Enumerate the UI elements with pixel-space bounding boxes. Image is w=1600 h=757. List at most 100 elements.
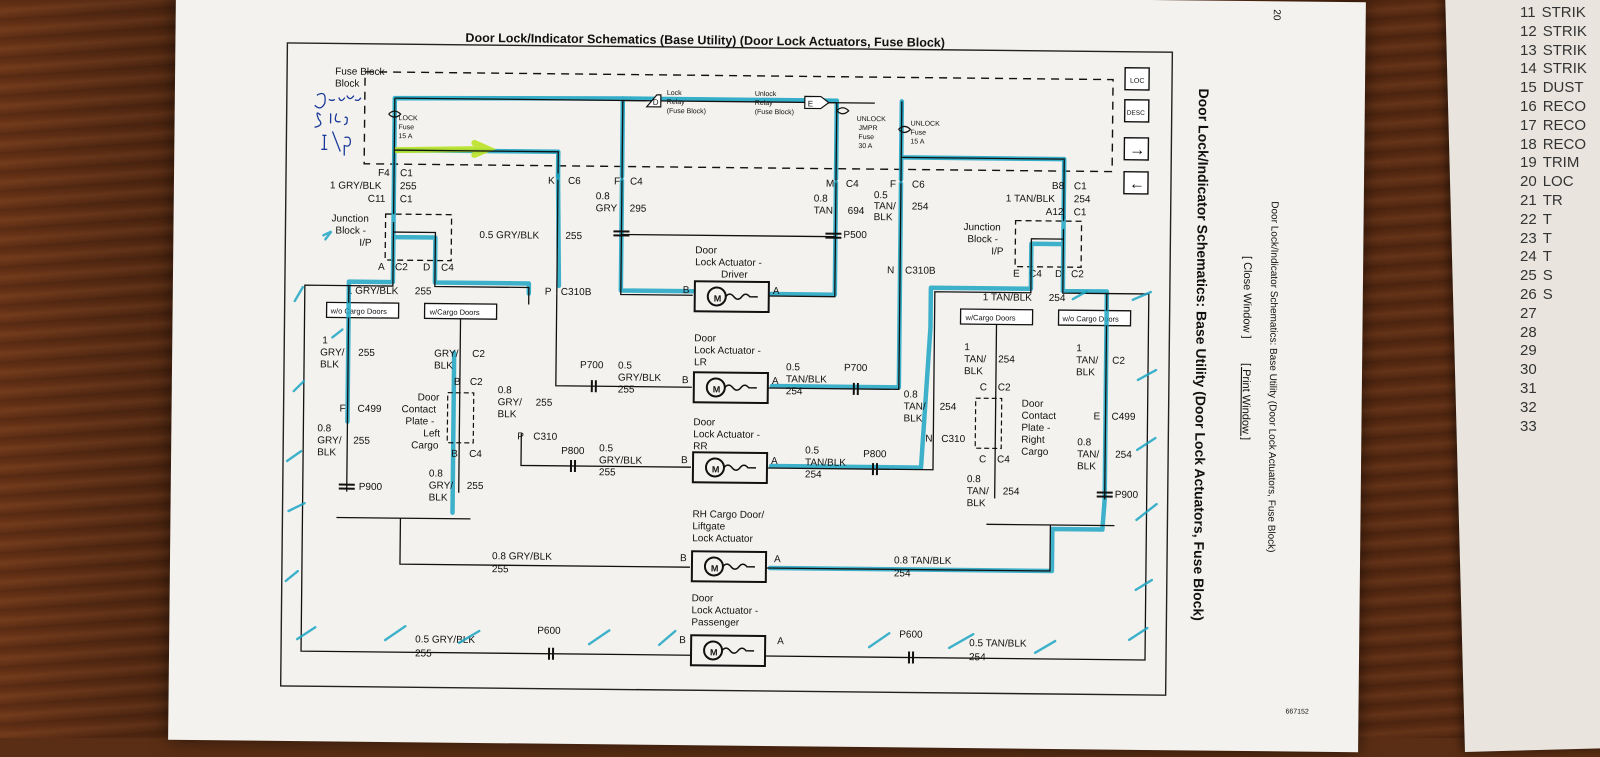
svg-text:B: B	[679, 635, 686, 646]
actuator-driver: Door Lock Actuator - Driver B A M	[683, 245, 780, 314]
svg-text:N: N	[887, 265, 894, 276]
svg-text:D: D	[423, 262, 430, 273]
unlock-fuse-rating: 15 A	[910, 138, 924, 145]
close-window-link[interactable]: [ Close Window ]	[1240, 256, 1253, 339]
unlock-relay-connector: E	[804, 95, 837, 110]
svg-text:Cargo: Cargo	[411, 440, 439, 451]
svg-text:←: ←	[1129, 176, 1145, 193]
svg-text:TAN/: TAN/	[967, 486, 989, 497]
right-branch-labels: 1 TAN/ BLK 254 1 TAN/ BLK C2 E C499 0.8 …	[903, 342, 1138, 509]
printed-schematic-page: Door Lock/Indicator Schematics (Base Uti…	[168, 0, 1366, 753]
svg-text:255: 255	[415, 286, 432, 297]
svg-text:LR: LR	[694, 357, 707, 368]
side-list-entry: TR	[1542, 191, 1563, 209]
svg-text:K: K	[548, 176, 555, 187]
side-list-entry: STRIK	[1541, 4, 1586, 21]
lock-relay-connector: D	[622, 94, 662, 108]
figure-id: 667152	[1285, 708, 1309, 715]
unlock-jmpr-name: UNLOCK	[857, 116, 887, 123]
connector-p500-label: P500	[843, 230, 867, 241]
motor-passenger-icon	[689, 634, 767, 667]
svg-text:D: D	[1055, 269, 1062, 280]
side-list-number: 28	[1520, 323, 1537, 341]
wo-cargo-doors-right-box: w/o Cargo Doors	[1057, 309, 1132, 327]
svg-text:Plate -: Plate -	[1021, 423, 1050, 434]
svg-text:C6: C6	[568, 176, 581, 187]
junction-left-label3: I/P	[359, 238, 372, 249]
wiring-schematic: Door Lock/Indicator Schematics (Base Uti…	[279, 9, 1309, 716]
side-list-row: 27	[1520, 305, 1587, 324]
svg-text:C4: C4	[997, 454, 1010, 465]
actuator-rh-cargo-liftgate: RH Cargo Door/ Liftgate Lock Actuator B …	[680, 509, 781, 583]
nav-back-button[interactable]: ←	[1123, 171, 1149, 195]
side-list-number: 15	[1520, 79, 1537, 97]
svg-text:GRY/: GRY/	[429, 480, 454, 491]
svg-text:B: B	[682, 375, 689, 386]
svg-text:0.8: 0.8	[498, 385, 512, 396]
svg-text:F: F	[340, 404, 346, 415]
svg-text:C310B: C310B	[905, 265, 936, 276]
svg-text:TAN/BLK: TAN/BLK	[786, 374, 827, 385]
svg-text:BLK: BLK	[320, 359, 339, 370]
svg-text:C4: C4	[441, 263, 454, 274]
svg-text:C2: C2	[998, 382, 1011, 393]
side-list-number: 27	[1520, 304, 1537, 322]
connector-p900-right-icon	[1096, 491, 1113, 498]
nav-desc-button[interactable]: DESC	[1123, 99, 1150, 123]
svg-text:GRY: GRY	[596, 203, 618, 214]
svg-text:254: 254	[805, 469, 822, 480]
side-list-number: 14	[1520, 60, 1537, 78]
svg-text:A12: A12	[1046, 207, 1064, 218]
door-contact-plate-left	[446, 392, 475, 444]
svg-text:C2: C2	[1071, 269, 1084, 280]
side-list-row: 32	[1520, 399, 1587, 418]
svg-text:C: C	[980, 382, 987, 393]
svg-text:BLK: BLK	[964, 366, 983, 377]
unlock-relay-loc: (Fuse Block)	[755, 109, 794, 116]
svg-text:254: 254	[1115, 450, 1132, 461]
svg-text:Door: Door	[693, 417, 715, 428]
side-list-entry: RECO	[1542, 135, 1587, 153]
lock-fuse-icon	[388, 110, 402, 118]
svg-text:254: 254	[998, 354, 1015, 365]
door-contact-plate-right	[974, 397, 1003, 450]
svg-text:→: →	[1129, 142, 1145, 159]
svg-text:C4: C4	[469, 449, 482, 460]
nav-loc-button[interactable]: LOC	[1124, 67, 1150, 91]
svg-text:GRY/: GRY/	[434, 349, 459, 360]
svg-text:GRY/BLK: GRY/BLK	[618, 372, 662, 383]
svg-text:E: E	[1093, 411, 1100, 422]
svg-text:M: M	[713, 384, 721, 394]
side-list-entry: S	[1542, 285, 1553, 303]
svg-text:254: 254	[1074, 194, 1091, 205]
actuator-passenger: Door Lock Actuator - Passenger B A M	[679, 593, 784, 667]
svg-text:255: 255	[618, 384, 635, 395]
svg-text:D: D	[653, 98, 659, 107]
side-list-entry: STRIK	[1542, 41, 1587, 59]
svg-text:254: 254	[1003, 486, 1020, 497]
nav-forward-button[interactable]: →	[1123, 137, 1150, 161]
print-window-link[interactable]: [ Print Window ]	[1239, 363, 1252, 440]
side-list-row: 33	[1520, 418, 1587, 437]
unlock-relay-sub: Relay	[755, 100, 773, 107]
svg-text:F: F	[614, 176, 620, 187]
svg-text:Right: Right	[1021, 435, 1045, 446]
fuse-block-wiring	[393, 97, 1065, 186]
svg-text:TAN/: TAN/	[1077, 449, 1099, 460]
svg-text:Lock Actuator: Lock Actuator	[692, 533, 753, 545]
lock-relay-name: Lock	[667, 90, 682, 97]
side-list-row: 18 RECO	[1520, 136, 1587, 155]
svg-text:B8: B8	[1052, 181, 1065, 192]
svg-text:1 TAN/BLK: 1 TAN/BLK	[1006, 193, 1056, 205]
side-list-entry: STRIK	[1542, 60, 1587, 78]
side-list-number: 18	[1520, 135, 1537, 153]
svg-text:F: F	[890, 179, 896, 190]
svg-text:Cargo: Cargo	[1021, 447, 1049, 458]
svg-text:E: E	[808, 99, 813, 108]
